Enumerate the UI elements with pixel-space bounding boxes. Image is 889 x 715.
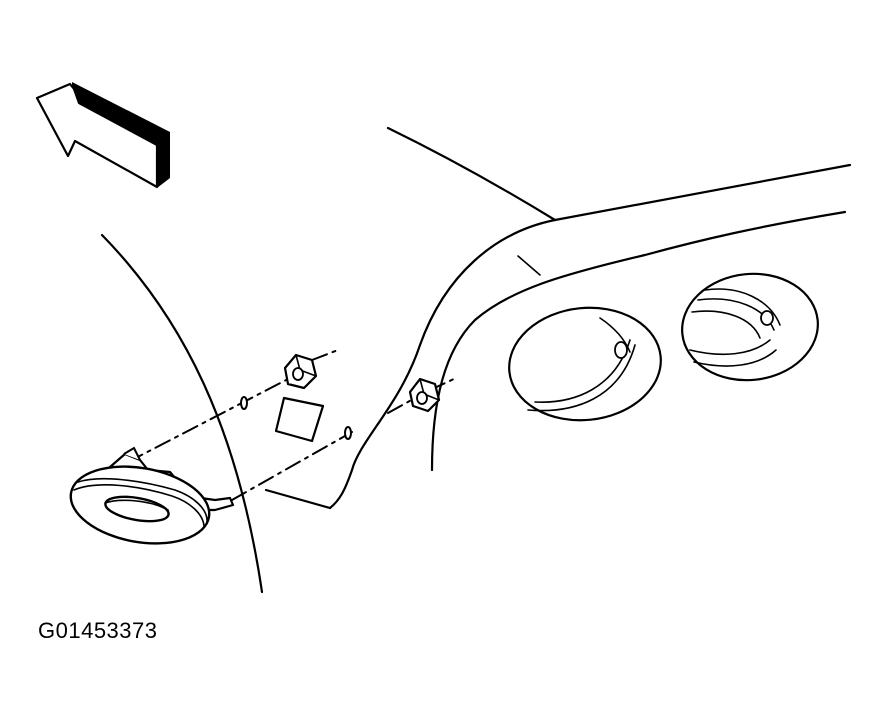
fender-lower-edge — [264, 488, 332, 510]
panel-seam — [517, 255, 541, 276]
retaining-nut-upper — [283, 353, 318, 390]
rear-upper-line — [553, 163, 852, 222]
stud-hole-right — [344, 426, 352, 440]
rear-lamp-right — [681, 272, 819, 382]
fender-panel — [100, 126, 852, 594]
front-direction-arrow-icon — [35, 82, 170, 189]
figure-id-label: G01453373 — [38, 618, 158, 643]
fender-top-edge — [386, 126, 557, 222]
fender-flare-outer — [328, 218, 557, 510]
side-marker-lamp — [69, 446, 235, 545]
retaining-nut-lower — [408, 377, 441, 413]
body-front-curve — [100, 233, 264, 594]
assembly-lines — [127, 349, 457, 501]
stud-hole-left — [240, 396, 248, 410]
mounting-hole — [274, 396, 325, 443]
rear-lamp-left — [508, 306, 662, 422]
rear-lower-line — [430, 210, 847, 472]
